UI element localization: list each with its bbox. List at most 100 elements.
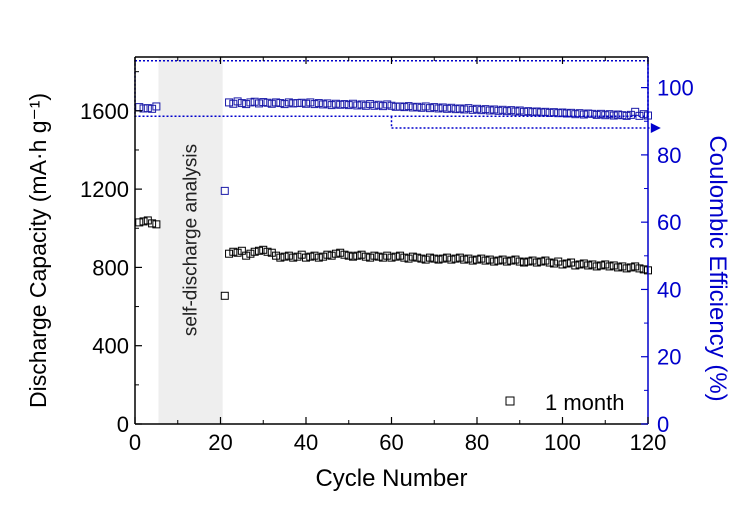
- efficiency-marker: [558, 108, 567, 117]
- capacity-marker: [233, 248, 242, 257]
- efficiency-marker: [259, 98, 268, 107]
- capacity-marker: [280, 252, 289, 261]
- capacity-marker: [481, 256, 490, 265]
- capacity-marker: [434, 255, 443, 264]
- capacity-marker: [331, 249, 340, 258]
- efficiency-marker: [549, 108, 558, 117]
- efficiency-marker: [451, 105, 460, 114]
- capacity-marker: [297, 250, 306, 259]
- capacity-marker: [370, 251, 379, 260]
- capacity-marker: [490, 257, 499, 266]
- capacity-marker: [413, 253, 422, 262]
- efficiency-marker: [280, 100, 289, 109]
- capacity-marker: [383, 251, 392, 260]
- efficiency-marker: [614, 110, 623, 119]
- capacity-marker: [507, 256, 516, 265]
- capacity-marker: [588, 260, 597, 269]
- capacity-marker: [259, 245, 268, 254]
- efficiency-marker: [417, 103, 426, 112]
- capacity-marker: [520, 258, 529, 267]
- efficiency-marker: [319, 100, 328, 109]
- capacity-marker: [417, 254, 426, 263]
- capacity-marker: [579, 259, 588, 268]
- capacity-marker: [148, 219, 157, 228]
- capacity-marker: [455, 253, 464, 262]
- efficiency-marker: [464, 104, 473, 113]
- capacity-marker: [263, 247, 272, 256]
- capacity-marker: [571, 261, 580, 270]
- efficiency-arrow: [390, 116, 661, 133]
- efficiency-marker: [455, 104, 464, 113]
- capacity-marker: [408, 252, 417, 261]
- capacity-marker: [451, 254, 460, 263]
- capacity-marker: [473, 255, 481, 264]
- efficiency-marker: [485, 106, 494, 115]
- capacity-marker: [284, 251, 293, 260]
- efficiency-marker: [396, 102, 405, 111]
- efficiency-marker: [370, 101, 379, 110]
- capacity-marker: [511, 255, 520, 264]
- capacity-marker: [225, 249, 234, 258]
- capacity-marker: [554, 257, 563, 266]
- capacity-marker: [327, 251, 336, 260]
- right-y-tick-label: 40: [657, 277, 681, 302]
- arrow-head: [650, 122, 661, 133]
- efficiency-marker: [289, 99, 298, 108]
- capacity-marker: [549, 259, 558, 268]
- capacity-marker: [302, 253, 310, 262]
- capacity-marker: [391, 252, 400, 261]
- efficiency-marker: [357, 100, 366, 109]
- capacity-marker: [545, 258, 554, 267]
- efficiency-marker: [413, 102, 422, 111]
- capacity-marker: [494, 256, 503, 265]
- efficiency-marker: [374, 100, 383, 109]
- efficiency-marker: [425, 104, 434, 113]
- efficiency-marker: [571, 110, 580, 119]
- left-y-tick-label: 1600: [80, 99, 129, 124]
- x-tick-label: 100: [544, 430, 581, 455]
- capacity-marker: [502, 257, 511, 266]
- x-tick-label: 0: [129, 430, 141, 455]
- left-y-tick-label: 400: [92, 334, 129, 359]
- efficiency-marker: [507, 106, 516, 115]
- efficiency-marker: [284, 98, 293, 107]
- right-y-tick-label: 0: [657, 412, 669, 437]
- efficiency-marker: [400, 103, 409, 112]
- efficiency-marker: [579, 110, 588, 119]
- efficiency-marker: [336, 100, 345, 109]
- capacity-marker: [567, 258, 576, 267]
- efficiency-marker: [276, 99, 285, 108]
- efficiency-marker: [233, 97, 242, 106]
- efficiency-marker: [443, 104, 452, 113]
- efficiency-markers: [135, 97, 652, 195]
- capacity-marker: [614, 263, 623, 272]
- efficiency-marker: [302, 99, 310, 108]
- capacity-marker: [272, 251, 281, 260]
- efficiency-marker: [438, 103, 447, 112]
- capacity-marker: [220, 291, 229, 300]
- capacity-marker: [639, 265, 648, 274]
- efficiency-marker: [592, 110, 601, 119]
- capacity-marker: [314, 253, 323, 262]
- x-tick-label: 120: [630, 430, 667, 455]
- right-y-tick-label: 80: [657, 143, 681, 168]
- efficiency-marker: [246, 98, 255, 107]
- efficiency-marker: [511, 107, 520, 116]
- capacity-marker: [361, 252, 370, 261]
- capacity-marker: [396, 251, 405, 260]
- capacity-marker: [310, 251, 319, 260]
- capacity-marker: [609, 261, 618, 270]
- efficiency-marker: [297, 98, 306, 107]
- capacity-marker: [425, 253, 434, 262]
- efficiency-marker: [272, 98, 281, 107]
- capacity-marker: [229, 247, 238, 256]
- capacity-marker: [498, 255, 507, 264]
- capacity-marker: [532, 258, 541, 267]
- shaded-region-label: self-discharge analysis: [181, 144, 202, 336]
- efficiency-marker: [225, 98, 234, 107]
- capacity-marker: [447, 255, 456, 264]
- efficiency-marker: [263, 98, 272, 107]
- capacity-marker: [237, 246, 246, 255]
